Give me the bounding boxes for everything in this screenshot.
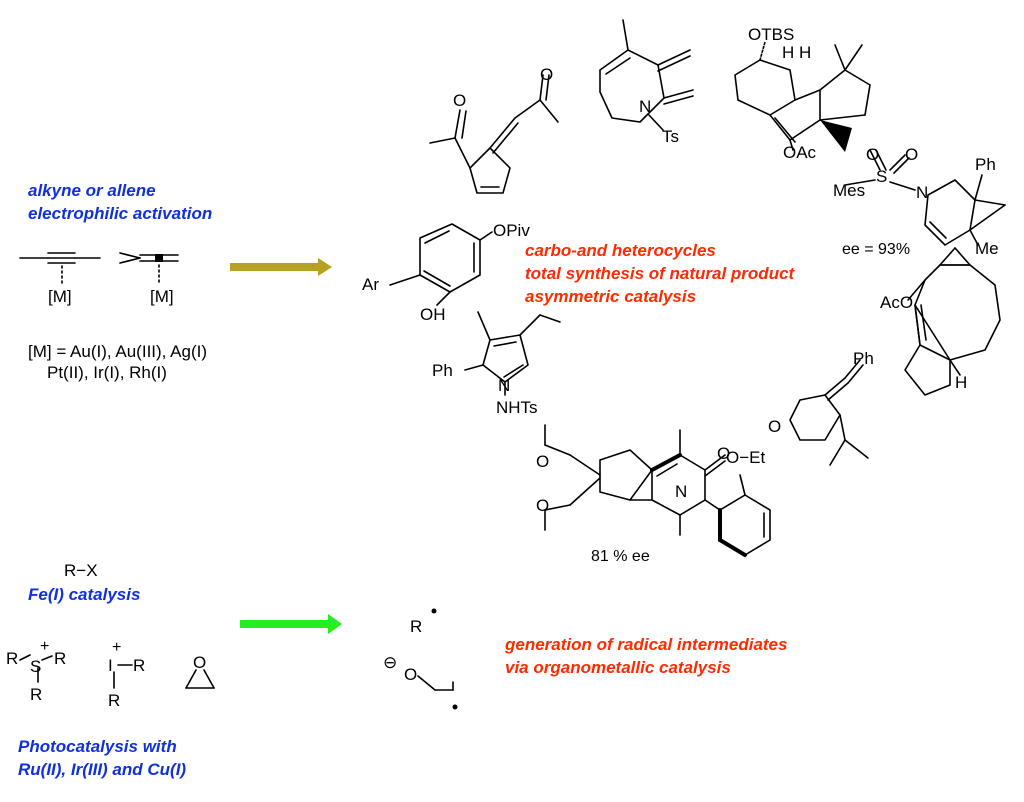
rx-label: R−X bbox=[64, 561, 98, 580]
radical-dot-2 bbox=[452, 704, 458, 710]
dienone-o1: O bbox=[453, 91, 466, 110]
alkoxide-minus: ⊖ bbox=[383, 653, 397, 672]
sulfonium bbox=[19, 654, 53, 683]
photo-line1: Photocatalysis with bbox=[18, 737, 177, 756]
methoxy-o1: O bbox=[536, 452, 549, 471]
allenyl-ph: Ph bbox=[853, 349, 874, 368]
radical-dot-1 bbox=[431, 608, 437, 614]
pyrrole-ph: Ph bbox=[432, 361, 453, 380]
azepine-diene bbox=[599, 19, 694, 131]
bicyclo-h: H bbox=[955, 373, 967, 392]
sulfonyl-o2: O bbox=[905, 145, 918, 164]
tricyclic-cyclopropane bbox=[734, 41, 871, 152]
aryl-ring bbox=[718, 474, 771, 557]
red-line1: carbo-and heterocycles bbox=[525, 241, 716, 260]
allenyl-tetrahydrofuran bbox=[789, 359, 869, 466]
sulfur-label: S bbox=[876, 167, 887, 186]
radical-r: R bbox=[410, 617, 422, 636]
alkyne-structure bbox=[19, 252, 101, 286]
iodonium-r2: R bbox=[108, 691, 120, 710]
radical-line1: generation of radical intermediates bbox=[504, 635, 787, 654]
dienone-cyclopentene bbox=[429, 74, 559, 194]
azepine-n: N bbox=[639, 97, 651, 116]
aco-label: AcO bbox=[880, 293, 913, 312]
sulfonyl-me: Me bbox=[975, 239, 999, 258]
thf-o: O bbox=[768, 417, 781, 436]
metal-label-allene: [M] bbox=[150, 287, 174, 306]
sulfonium-s: S bbox=[30, 657, 41, 676]
sulfonyl-o1: O bbox=[866, 145, 879, 164]
opiv-label: OPiv bbox=[493, 221, 530, 240]
ee-93: ee = 93% bbox=[842, 241, 910, 258]
epoxide bbox=[185, 669, 215, 689]
metal-label-alkyne: [M] bbox=[48, 287, 72, 306]
oet-label: O−Et bbox=[726, 448, 765, 467]
dienone-o2: O bbox=[540, 65, 553, 84]
pyridone-n: N bbox=[675, 482, 687, 501]
iodonium-i: I bbox=[108, 656, 113, 675]
fe-catalysis: Fe(I) catalysis bbox=[28, 585, 140, 604]
sulfonyl-ph: Ph bbox=[975, 155, 996, 174]
pyridone-o: O bbox=[717, 444, 730, 463]
iodonium-r1: R bbox=[133, 656, 145, 675]
sulfonium-r1: R bbox=[6, 649, 18, 668]
pyrrole-nhts bbox=[464, 311, 561, 396]
methoxy-o2: O bbox=[536, 496, 549, 515]
red-line3: asymmetric catalysis bbox=[525, 287, 696, 306]
iodonium bbox=[113, 664, 133, 689]
sulfonyl-azabicycle bbox=[844, 149, 1006, 246]
radical-line2: via organometallic catalysis bbox=[505, 658, 731, 677]
photo-line2: Ru(II), Ir(III) and Cu(I) bbox=[18, 760, 186, 779]
cyclopropane-bicyclooctene bbox=[904, 247, 1001, 396]
activation-title-line2: electrophilic activation bbox=[28, 204, 212, 223]
oac-label: OAc bbox=[783, 143, 817, 162]
metals-list-line1: [M] = Au(I), Au(III), Ag(I) bbox=[28, 342, 207, 361]
ar-label: Ar bbox=[362, 275, 379, 294]
metals-list-line2: Pt(II), Ir(I), Rh(I) bbox=[47, 363, 167, 382]
red-line2: total synthesis of natural product bbox=[525, 264, 796, 283]
aryl-phenol bbox=[389, 223, 493, 306]
ee-81: 81 % ee bbox=[591, 548, 650, 565]
sulfonium-r3: R bbox=[30, 685, 42, 704]
sulfonium-r2: R bbox=[54, 649, 66, 668]
nhts-label: NHTs bbox=[496, 398, 538, 417]
olive-arrow bbox=[230, 258, 332, 276]
mes-label: Mes bbox=[833, 181, 865, 200]
sulfonium-plus: + bbox=[40, 638, 49, 655]
alkoxy-chain bbox=[417, 675, 454, 691]
activation-title-line1: alkyne or allene bbox=[28, 181, 156, 200]
iodonium-plus: + bbox=[112, 639, 121, 656]
hh-label: H H bbox=[782, 43, 811, 62]
pyrrole-n: N bbox=[498, 376, 510, 395]
epoxide-o: O bbox=[193, 653, 206, 672]
cyclopenta-pyridone bbox=[544, 424, 726, 536]
oh-label: OH bbox=[420, 305, 446, 324]
allene-structure bbox=[119, 252, 179, 286]
alkoxide-o: O bbox=[404, 665, 417, 684]
azepine-ts: Ts bbox=[662, 127, 679, 146]
otbs-label: OTBS bbox=[748, 25, 794, 44]
green-arrow bbox=[240, 614, 342, 634]
sulfonyl-n: N bbox=[916, 183, 928, 202]
